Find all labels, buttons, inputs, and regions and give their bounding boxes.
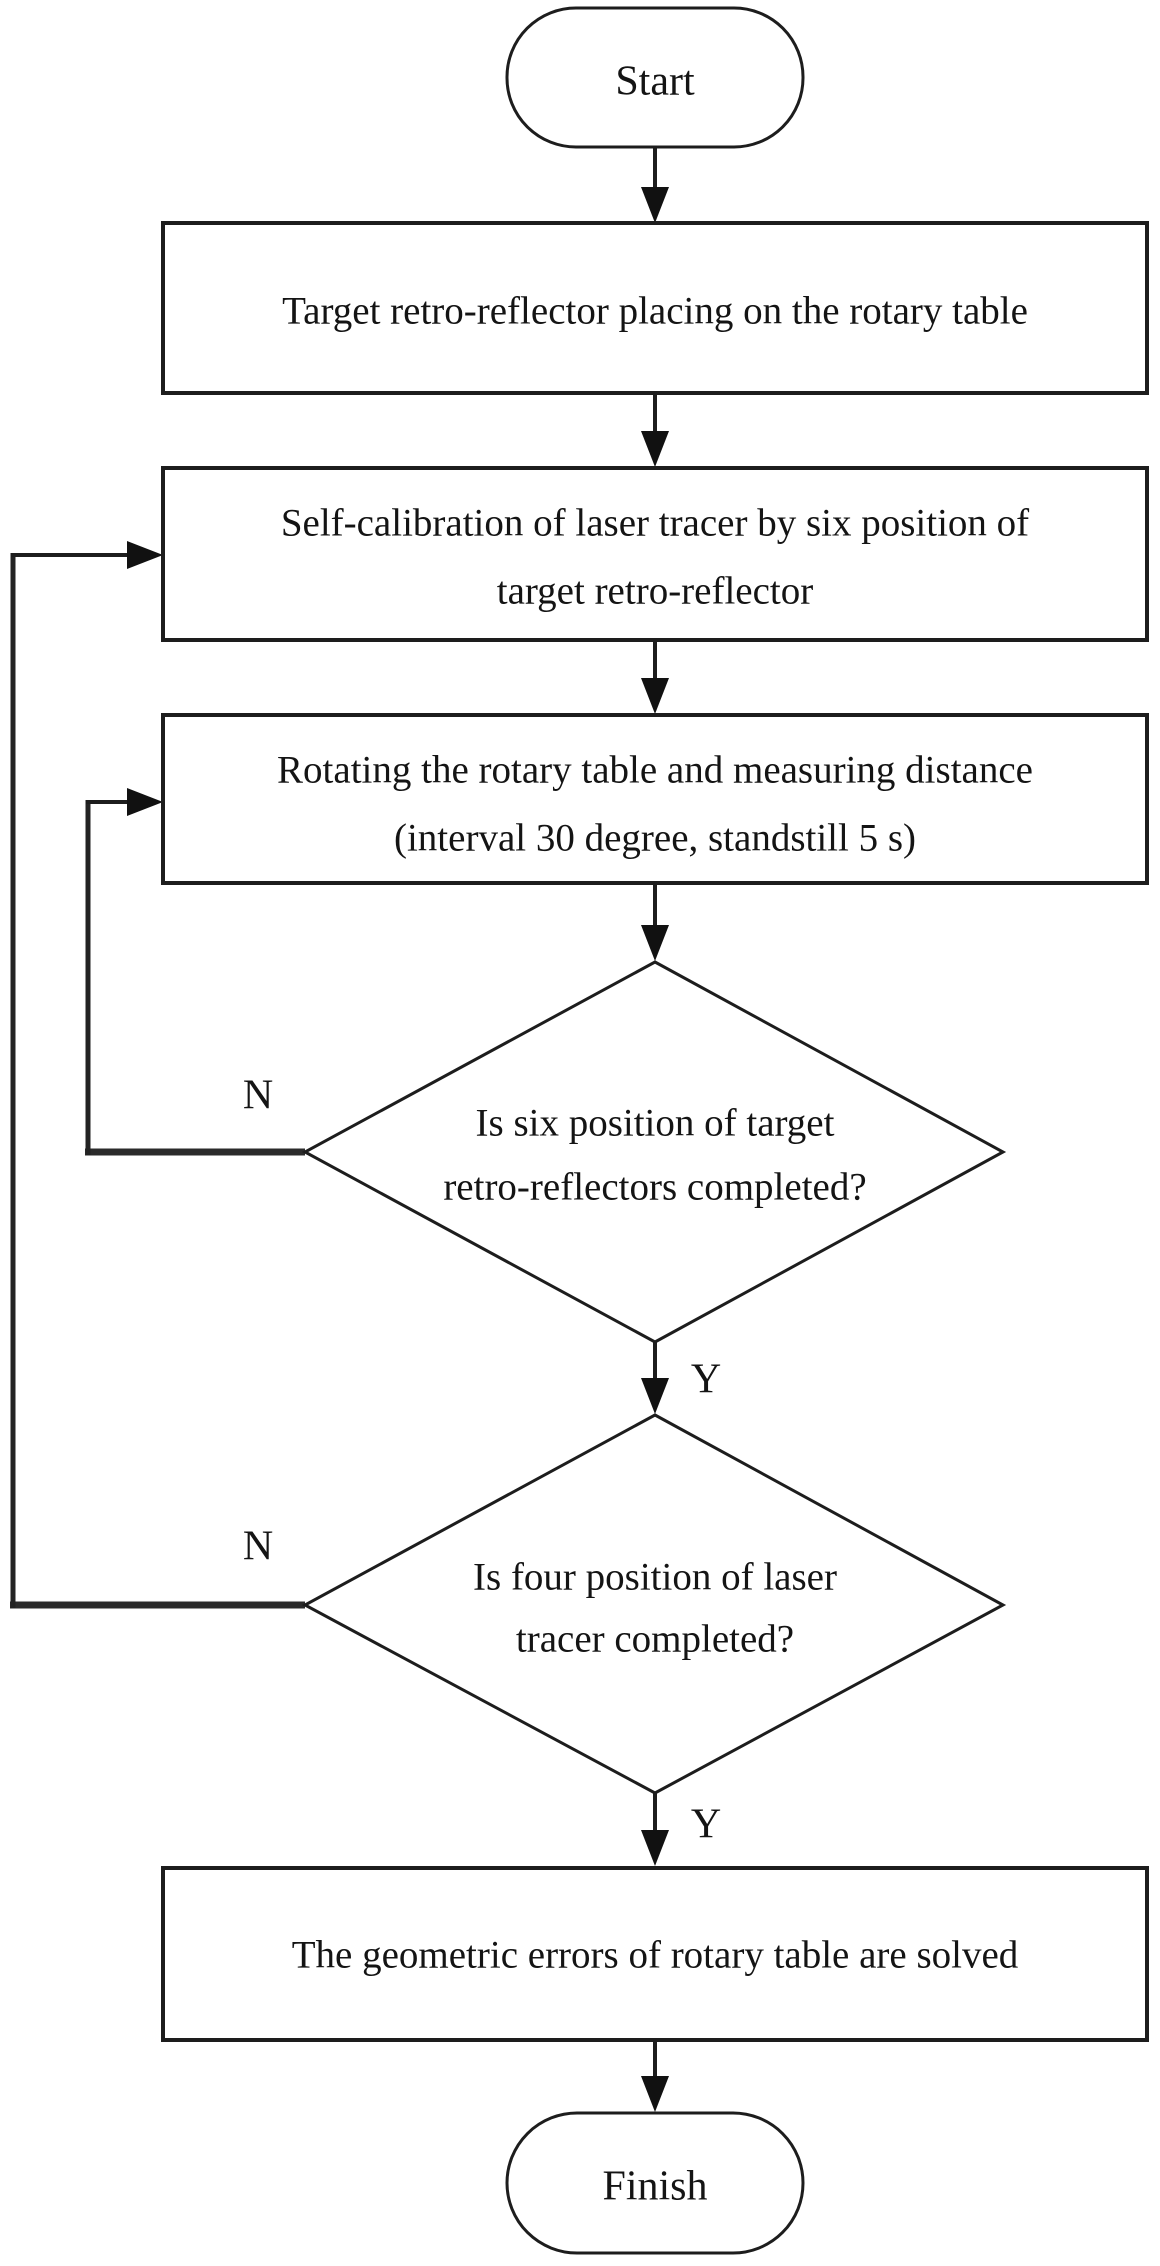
process-self-calibration bbox=[161, 466, 1149, 642]
edge-place-selfcal-arrowhead bbox=[641, 431, 669, 467]
edge-decfour-yes-arrowhead bbox=[641, 1830, 669, 1866]
decision-six-no-label: N bbox=[243, 1073, 273, 1119]
edge-rotate-decsix-arrowhead bbox=[641, 925, 669, 961]
decision-six-positions-line2: retro-reflectors completed? bbox=[443, 1166, 866, 1209]
decision-four-positions-line2: tracer completed? bbox=[516, 1618, 794, 1661]
process-self-calibration-line1: Self-calibration of laser tracer by six … bbox=[281, 502, 1029, 545]
decision-six-yes-label: Y bbox=[691, 1357, 721, 1403]
decision-six-positions bbox=[301, 960, 1007, 1344]
edge-decfour-no-arrowhead bbox=[127, 541, 163, 569]
edge-solved-finish-arrowhead bbox=[641, 2076, 669, 2112]
process-rotating-measuring-line2: (interval 30 degree, standstill 5 s) bbox=[394, 817, 916, 860]
process-target-placement bbox=[161, 221, 1149, 395]
edge-start-place-arrowhead bbox=[641, 187, 669, 223]
decision-four-positions-line1: Is four position of laser bbox=[473, 1556, 837, 1599]
edge-decsix-no-arrowhead bbox=[127, 788, 163, 816]
decision-six-positions-line1: Is six position of target bbox=[476, 1102, 835, 1145]
process-target-placement-label: Target retro-reflector placing on the ro… bbox=[282, 290, 1028, 333]
decision-four-no-label: N bbox=[243, 1524, 273, 1570]
finish-terminator bbox=[505, 2111, 805, 2255]
process-self-calibration-line2: target retro-reflector bbox=[497, 570, 814, 613]
process-rotating-measuring bbox=[161, 713, 1149, 885]
decision-four-yes-label: Y bbox=[691, 1802, 721, 1848]
decision-four-positions bbox=[301, 1413, 1007, 1795]
process-errors-solved bbox=[161, 1866, 1149, 2042]
finish-label: Finish bbox=[602, 2164, 707, 2210]
process-rotating-measuring-line1: Rotating the rotary table and measuring … bbox=[277, 749, 1033, 792]
edge-decsix-yes-arrowhead bbox=[641, 1378, 669, 1414]
start-label: Start bbox=[615, 59, 695, 105]
process-errors-solved-label: The geometric errors of rotary table are… bbox=[292, 1934, 1019, 1977]
edge-selfcal-rotate-arrowhead bbox=[641, 678, 669, 714]
